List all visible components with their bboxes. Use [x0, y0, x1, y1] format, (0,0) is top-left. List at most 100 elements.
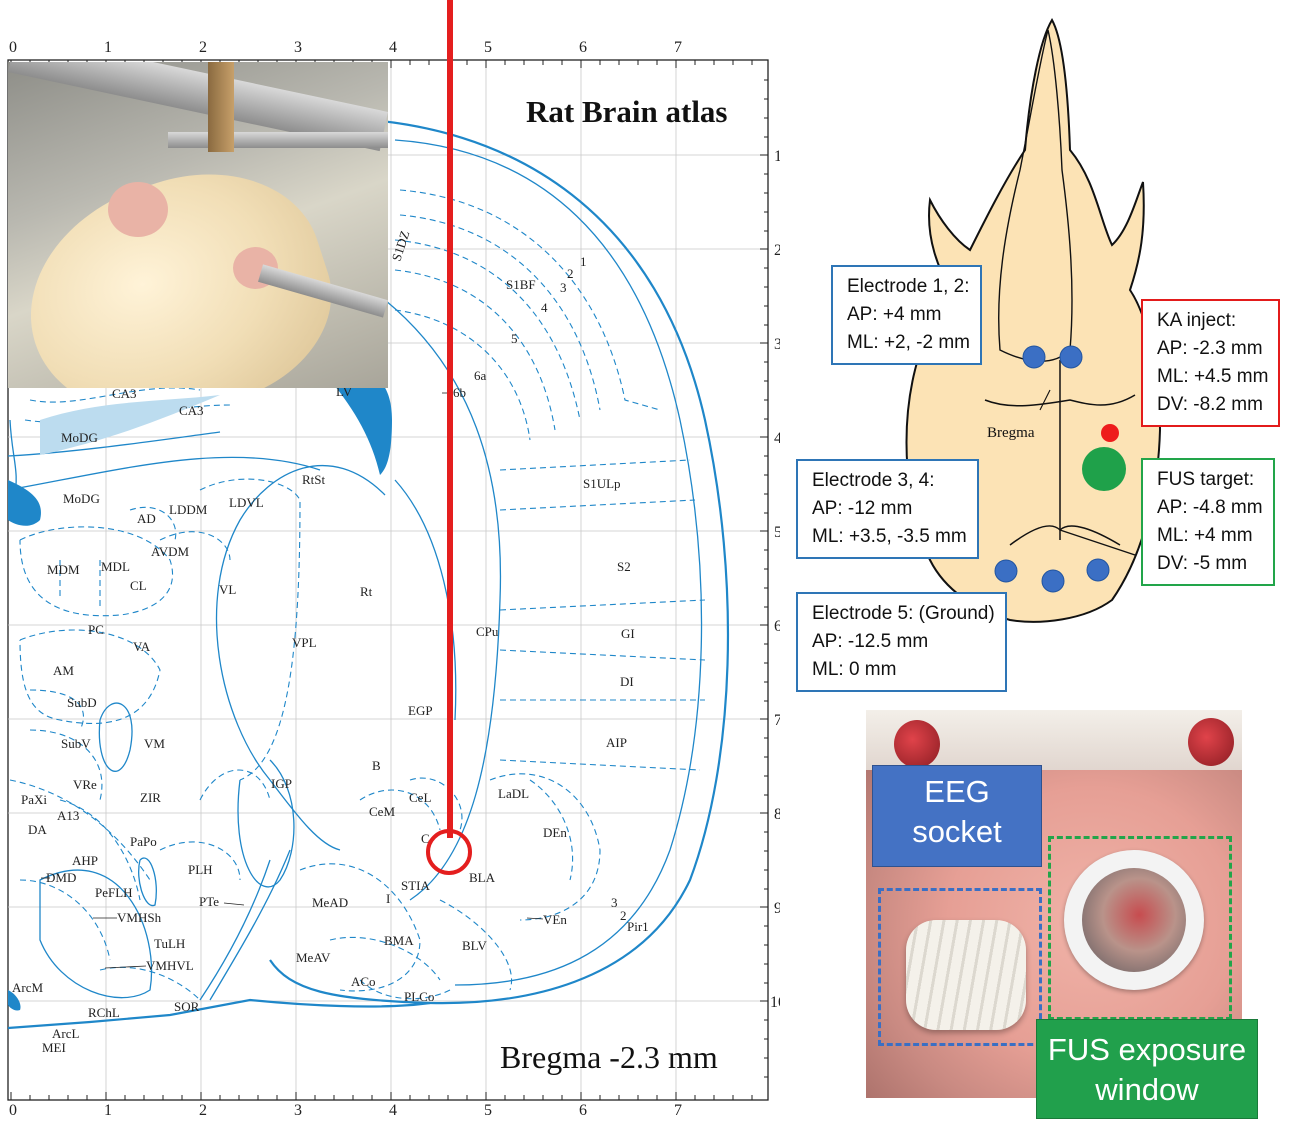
bottom-tick: 3 [294, 1102, 302, 1119]
box-line: ML: +3.5, -3.5 mm [812, 523, 967, 551]
region-label: 6b [453, 385, 466, 400]
right-tick: 9 [774, 900, 780, 917]
eye-left [894, 720, 940, 768]
region-label: EGP [408, 703, 433, 718]
region-label: 3 [560, 280, 567, 295]
region-label: S1BF [506, 277, 536, 292]
region-label: VEn [543, 912, 567, 927]
region-label: LDVL [229, 495, 264, 510]
bottom-tick: 1 [104, 1102, 112, 1119]
electrode-5 [1042, 570, 1064, 592]
region-label: LDDM [169, 502, 208, 517]
region-label: CA3 [112, 386, 137, 401]
bottom-tick: 5 [484, 1102, 492, 1119]
region-label: BLV [462, 938, 487, 953]
rat-body [8, 141, 356, 388]
atlas-title: Rat Brain atlas [526, 94, 728, 129]
region-label: VM [144, 736, 165, 751]
electrode-1 [1023, 346, 1045, 368]
electrode-holder [208, 62, 234, 152]
region-label: AD [137, 511, 156, 526]
fus-window-label: FUS exposure window [1036, 1019, 1258, 1119]
region-label: AVDM [151, 544, 189, 559]
electrode-12-box: Electrode 1, 2: AP: +4 mm ML: +2, -2 mm [831, 265, 982, 365]
region-label: Rt [360, 584, 373, 599]
bottom-tick: 4 [389, 1102, 397, 1119]
region-label: TuLH [154, 936, 185, 951]
electrode-5-box: Electrode 5: (Ground) AP: -12.5 mm ML: 0… [796, 592, 1007, 692]
region-label: AIP [606, 735, 627, 750]
region-label: ACo [351, 974, 376, 989]
region-label: VA [133, 639, 151, 654]
region-label: DMD [46, 870, 76, 885]
region-label: CA3 [179, 403, 204, 418]
region-label: BMA [384, 933, 414, 948]
eeg-label-line: EEG [873, 772, 1041, 812]
electrode-2 [1060, 346, 1082, 368]
region-label: DI [620, 674, 634, 689]
electrode-3 [995, 560, 1017, 582]
region-label: VRe [73, 777, 97, 792]
box-line: AP: -12 mm [812, 495, 967, 523]
region-label: MoDG [61, 430, 98, 445]
ka-inject-box: KA inject: AP: -2.3 mm ML: +4.5 mm DV: -… [1141, 299, 1280, 427]
region-label: 2 [567, 266, 574, 281]
region-label: 2 [620, 908, 627, 923]
region-label: PaXi [21, 792, 47, 807]
bottom-tick: 6 [579, 1102, 587, 1119]
ka-inject-dot [1101, 424, 1119, 442]
box-line: AP: -2.3 mm [1157, 335, 1268, 363]
region-label: VPL [292, 635, 317, 650]
top-tick: 4 [389, 39, 397, 56]
region-label: VMHSh [117, 910, 162, 925]
region-label: 1 [580, 254, 587, 269]
top-tick: 6 [579, 39, 587, 56]
top-tick: 1 [104, 39, 112, 56]
region-label: IGP [271, 776, 292, 791]
box-line: Electrode 1, 2: [847, 273, 970, 301]
box-line: ML: 0 mm [812, 656, 995, 684]
right-tick: 10 [770, 994, 780, 1011]
box-line: Electrode 3, 4: [812, 467, 967, 495]
region-label: MDL [101, 559, 130, 574]
region-label: LaDL [498, 786, 529, 801]
region-label: PLH [188, 862, 213, 877]
bottom-tick: 2 [199, 1102, 207, 1119]
region-label: PLCo [404, 989, 434, 1004]
box-line: AP: -12.5 mm [812, 628, 995, 656]
region-label: Pir1 [627, 919, 649, 934]
region-label: VL [219, 582, 236, 597]
region-label: MeAD [312, 895, 348, 910]
box-line: ML: +4 mm [1157, 522, 1263, 550]
region-label: S1DZ [389, 229, 413, 263]
box-line: DV: -5 mm [1157, 550, 1263, 578]
box-line: ML: +4.5 mm [1157, 363, 1268, 391]
rat-ear-left [108, 182, 168, 237]
region-label: DEn [543, 825, 567, 840]
box-line: DV: -8.2 mm [1157, 391, 1268, 419]
region-label: CeL [409, 790, 431, 805]
region-label: MDM [47, 562, 80, 577]
region-label: SubD [67, 695, 97, 710]
fus-label-line: window [1037, 1070, 1257, 1110]
eeg-dashed-outline [878, 888, 1042, 1046]
region-label: PaPo [130, 834, 157, 849]
region-label: MeAV [296, 950, 331, 965]
eye-right [1188, 718, 1234, 766]
region-label: 3 [611, 895, 618, 910]
region-label: RChL [88, 1005, 120, 1020]
region-label: S1ULp [583, 476, 621, 491]
bottom-tick: 7 [674, 1102, 682, 1119]
top-tick: 0 [9, 39, 17, 56]
region-label: STIA [401, 878, 431, 893]
box-line: AP: -4.8 mm [1157, 494, 1263, 522]
right-tick: 7 [774, 712, 780, 729]
fus-dashed-outline [1048, 836, 1232, 1020]
top-tick: 5 [484, 39, 492, 56]
region-label: 6a [474, 368, 487, 383]
box-line: KA inject: [1157, 307, 1268, 335]
fus-target-box: FUS target: AP: -4.8 mm ML: +4 mm DV: -5… [1141, 458, 1275, 586]
region-label: AM [53, 663, 74, 678]
region-label: S2 [617, 559, 631, 574]
region-label: VMHVL [146, 958, 194, 973]
